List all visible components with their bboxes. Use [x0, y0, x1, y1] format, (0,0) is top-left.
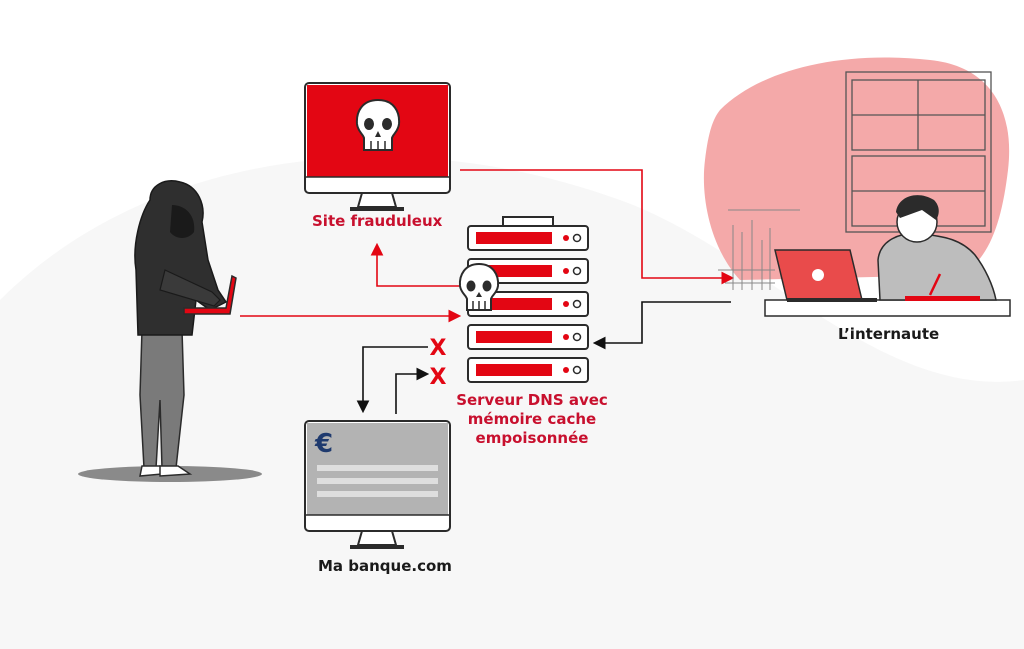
server-unit	[467, 291, 589, 317]
internet-user-scene	[703, 57, 1011, 317]
connectors	[240, 169, 735, 414]
dns-server-label-line: Serveur DNS avec	[456, 391, 608, 409]
arrow-dns-to-bank-blocked	[356, 346, 428, 414]
bank-site-label: Ma banque.com	[318, 557, 452, 575]
background-swoosh	[0, 156, 1024, 649]
city-sketch	[718, 209, 800, 290]
server-unit	[467, 324, 589, 350]
arrow-dns-to-fraud	[370, 242, 468, 287]
skull-icon	[355, 98, 401, 151]
desk	[764, 299, 1011, 317]
fraud-monitor	[304, 82, 451, 211]
dns-server-label-line: empoisonnée	[475, 429, 589, 447]
laptop-icon	[774, 249, 877, 302]
fraud-site-label: Site frauduleux	[312, 212, 443, 230]
user-label: L’internaute	[838, 325, 940, 343]
dns-server-rack	[458, 216, 589, 383]
server-unit	[467, 225, 589, 251]
bank-monitor: €	[304, 420, 451, 549]
blocked-x-icon: X	[430, 365, 447, 390]
skull-icon	[458, 262, 500, 311]
blocked-x-icon: X	[430, 336, 447, 361]
arrow-fraud-to-user	[460, 169, 735, 285]
server-unit	[467, 357, 589, 383]
dns-server-label-line: mémoire cache	[467, 410, 597, 428]
hooded-hacker-icon	[78, 180, 262, 482]
euro-icon: €	[314, 429, 333, 459]
dns-server-label: Serveur DNS avec mémoire cache empoisonn…	[452, 391, 612, 448]
arrow-user-to-dns	[592, 301, 731, 350]
arrow-bank-to-dns-blocked	[395, 367, 430, 414]
